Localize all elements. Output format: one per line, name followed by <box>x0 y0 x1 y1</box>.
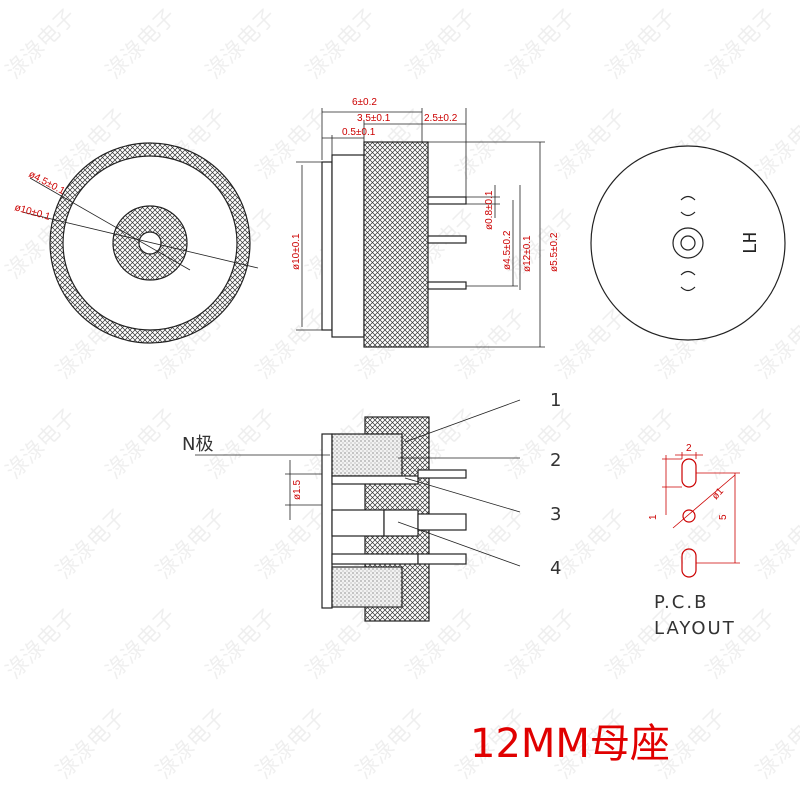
dim-5-5-diameter: ø5.5±0.2 <box>549 232 560 272</box>
watermark-text: 淥淥电子 <box>702 404 782 484</box>
pcb-title-line2: LAYOUT <box>654 618 736 639</box>
watermark-layer: 淥淥电子淥淥电子淥淥电子淥淥电子淥淥电子淥淥电子淥淥电子淥淥电子淥淥电子淥淥电子… <box>2 4 800 784</box>
watermark-text: 淥淥电子 <box>502 204 582 284</box>
dim-1-5: ø1.5 <box>292 480 303 500</box>
watermark-text: 淥淥电子 <box>752 704 800 784</box>
watermark-text: 淥淥电子 <box>702 4 782 84</box>
watermark-text: 淥淥电子 <box>252 104 332 184</box>
dim-flange-length: 0.5±0.1 <box>342 127 376 138</box>
pcb-dim-1: 1 <box>648 514 659 520</box>
callout-2: 2 <box>550 450 561 471</box>
dim-body-length: 3.5±0.1 <box>357 113 391 124</box>
watermark-text: 淥淥电子 <box>252 504 332 584</box>
watermark-text: 淥淥电子 <box>752 304 800 384</box>
watermark-text: 淥淥电子 <box>502 604 582 684</box>
watermark-text: 淥淥电子 <box>2 604 82 684</box>
pcb-title-line1: P.C.B <box>654 592 708 613</box>
dim-total-length: 6±0.2 <box>352 97 377 108</box>
watermark-text: 淥淥电子 <box>752 504 800 584</box>
pcb-layout <box>662 452 740 578</box>
watermark-text: 淥淥电子 <box>552 304 632 384</box>
watermark-text: 淥淥电子 <box>52 504 132 584</box>
watermark-text: 淥淥电子 <box>352 704 432 784</box>
watermark-text: 淥淥电子 <box>2 404 82 484</box>
dim-pin-diameter: ø0.8±0.1 <box>484 190 495 230</box>
dim-4-5-diameter: ø4.5±0.2 <box>502 230 513 270</box>
watermark-text: 淥淥电子 <box>452 104 532 184</box>
page-title: 12MM母座 <box>470 721 670 767</box>
watermark-text: 淥淥电子 <box>502 404 582 484</box>
watermark-text: 淥淥电子 <box>252 704 332 784</box>
rear-view <box>590 145 786 341</box>
pcb-dim-5: 5 <box>718 514 729 520</box>
watermark-text: 淥淥电子 <box>502 4 582 84</box>
callout-3: 3 <box>550 504 561 525</box>
watermark-text: 淥淥电子 <box>202 4 282 84</box>
pcb-dim-2: 2 <box>686 443 692 454</box>
watermark-text: 淥淥电子 <box>152 504 232 584</box>
dim-pin-length: 2.5±0.2 <box>424 113 458 124</box>
rear-mark: LH <box>740 232 761 254</box>
watermark-text: 淥淥电子 <box>402 4 482 84</box>
watermark-text: 淥淥电子 <box>202 404 282 484</box>
watermark-text: 淥淥电子 <box>202 604 282 684</box>
watermark-text: 淥淥电子 <box>752 104 800 184</box>
watermark-text: 淥淥电子 <box>702 604 782 684</box>
watermark-text: 淥淥电子 <box>2 4 82 84</box>
watermark-text: 淥淥电子 <box>552 104 632 184</box>
watermark-text: 淥淥电子 <box>252 304 332 384</box>
dim-outer-diameter: ø10±0.1 <box>13 202 52 223</box>
pcb-dim-diameter-1: ø1 <box>710 486 726 502</box>
watermark-text: 淥淥电子 <box>602 604 682 684</box>
callout-4: 4 <box>550 558 561 579</box>
dim-side-diameter: ø10±0.1 <box>291 233 302 270</box>
watermark-text: 淥淥电子 <box>452 304 532 384</box>
dim-12-diameter: ø12±0.1 <box>522 235 533 272</box>
watermark-text: 淥淥电子 <box>102 404 182 484</box>
watermark-text: 淥淥电子 <box>552 504 632 584</box>
front-view <box>21 142 259 344</box>
side-view <box>296 108 545 348</box>
watermark-text: 淥淥电子 <box>602 404 682 484</box>
watermark-text: 淥淥电子 <box>102 4 182 84</box>
watermark-text: 淥淥电子 <box>602 4 682 84</box>
section-view <box>195 399 521 622</box>
watermark-text: 淥淥电子 <box>52 704 132 784</box>
callout-1: 1 <box>550 390 561 411</box>
watermark-text: 淥淥电子 <box>302 4 382 84</box>
watermark-text: 淥淥电子 <box>102 604 182 684</box>
n-pole-label: N极 <box>182 434 213 455</box>
watermark-text: 淥淥电子 <box>152 704 232 784</box>
